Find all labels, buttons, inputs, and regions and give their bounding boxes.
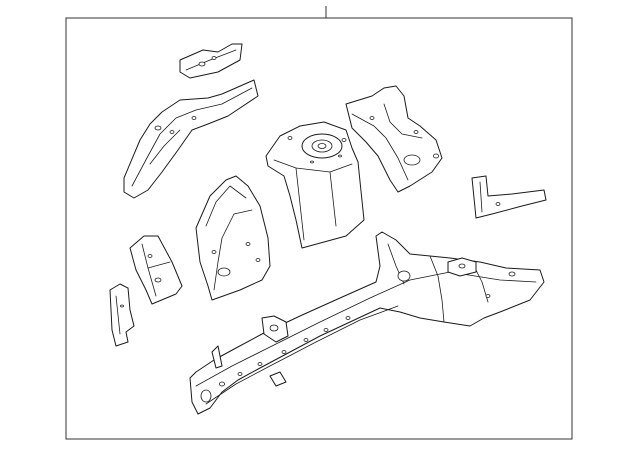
upper-bracket xyxy=(179,43,243,79)
strut-tower xyxy=(265,121,365,249)
rear-bracket-housing xyxy=(345,85,443,193)
gusset xyxy=(129,235,183,305)
apron-reinforcement xyxy=(123,79,259,199)
side-bracket xyxy=(471,175,547,219)
small-plate xyxy=(109,283,135,347)
frame-rail xyxy=(189,231,545,415)
diagram-frame xyxy=(65,17,573,440)
inner-panel-front xyxy=(195,175,271,301)
